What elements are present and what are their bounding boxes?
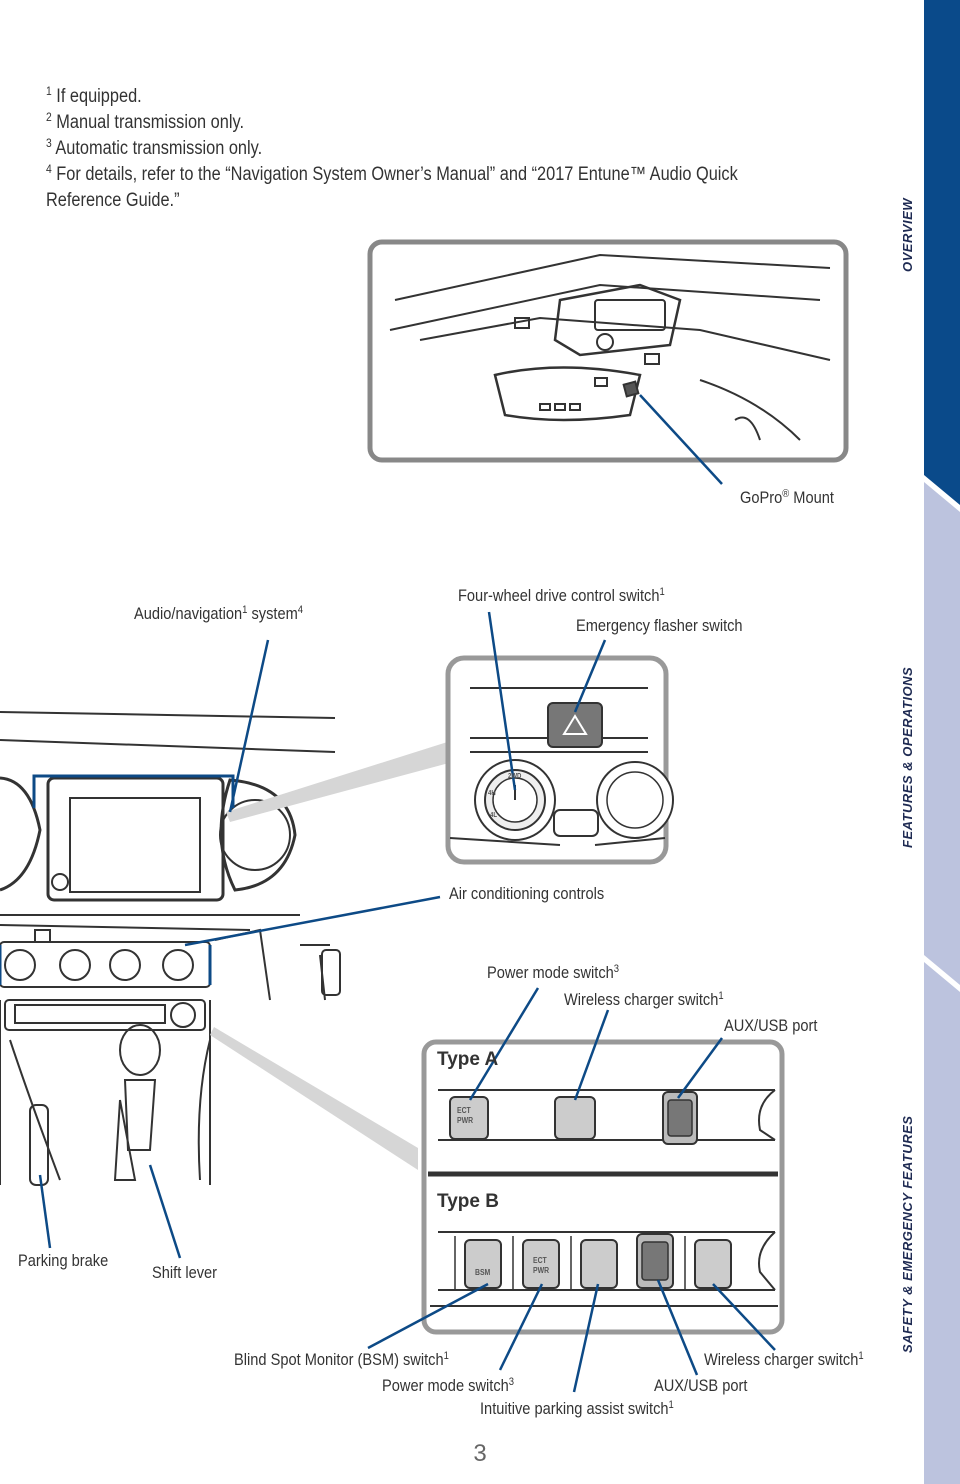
- air-conditioning-label: Air conditioning controls: [449, 884, 605, 903]
- wireless-charger-b-label: Wireless charger switch1: [704, 1350, 864, 1369]
- ect-label-a: ECT: [457, 1106, 471, 1115]
- intuitive-parking-label: Intuitive parking assist switch1: [480, 1399, 674, 1418]
- shift-lever-label: Shift lever: [152, 1263, 218, 1282]
- pwr-label-a: PWR: [457, 1116, 474, 1125]
- footnotes: 1 If equipped. 2 Manual transmission onl…: [46, 84, 760, 214]
- gopro-mount-label: GoPro® Mount: [740, 488, 834, 507]
- bsm-switch-label: Blind Spot Monitor (BSM) switch1: [234, 1350, 449, 1369]
- wireless-charger-a-label: Wireless charger switch1: [564, 990, 724, 1009]
- 2wd-label: 2WD: [508, 773, 522, 780]
- type-b-heading: Type B: [437, 1191, 499, 1212]
- beam-4wd: [226, 738, 460, 822]
- type-a-heading: Type A: [437, 1049, 499, 1070]
- console-inset: [421, 1039, 785, 1335]
- parking-brake-label: Parking brake: [18, 1251, 109, 1270]
- aux-usb-a-label: AUX/USB port: [724, 1016, 818, 1035]
- bsm-button-label: BSM: [475, 1268, 491, 1277]
- four-wheel-drive-label: Four-wheel drive control switch1: [458, 586, 665, 605]
- audio-navigation-label: Audio/navigation1 system4: [134, 604, 304, 623]
- gopro-illustration: [367, 239, 849, 463]
- power-mode-a-label: Power mode switch3: [487, 963, 620, 982]
- dashboard-illustration: [0, 711, 341, 1186]
- sidebar-label-safety: SAFETY & EMERGENCY FEATURES: [900, 1115, 915, 1353]
- sidebar-label-features: FEATURES & OPERATIONS: [900, 666, 915, 848]
- sidebar-tab-overview: [924, 0, 960, 505]
- footnote-3: 3 Automatic transmission only.: [46, 136, 263, 159]
- pwr-label-b: PWR: [533, 1266, 550, 1275]
- footnote-1: 1 If equipped.: [46, 84, 142, 107]
- 4wd-inset: [445, 655, 674, 865]
- page-number: 3: [473, 1440, 487, 1467]
- section-sidebar: [924, 0, 960, 1484]
- footnote-2: 2 Manual transmission only.: [46, 110, 244, 133]
- 4l-label: 4L: [490, 812, 498, 819]
- beam-console: [210, 1027, 418, 1170]
- ect-label-b: ECT: [533, 1256, 547, 1265]
- 4h-label: 4H: [488, 790, 496, 797]
- sidebar-label-overview: OVERVIEW: [900, 197, 915, 272]
- leader-lines: [38, 611, 776, 1393]
- gopro-leader: [639, 394, 723, 485]
- aux-usb-b-label: AUX/USB port: [654, 1376, 748, 1395]
- power-mode-b-label: Power mode switch3: [382, 1376, 515, 1395]
- sidebar-tab-safety: [924, 962, 960, 1484]
- emergency-flasher-label: Emergency flasher switch: [576, 616, 743, 635]
- footnote-4: 4 For details, refer to the “Navigation …: [46, 162, 738, 211]
- sidebar-tab-features: [924, 482, 960, 985]
